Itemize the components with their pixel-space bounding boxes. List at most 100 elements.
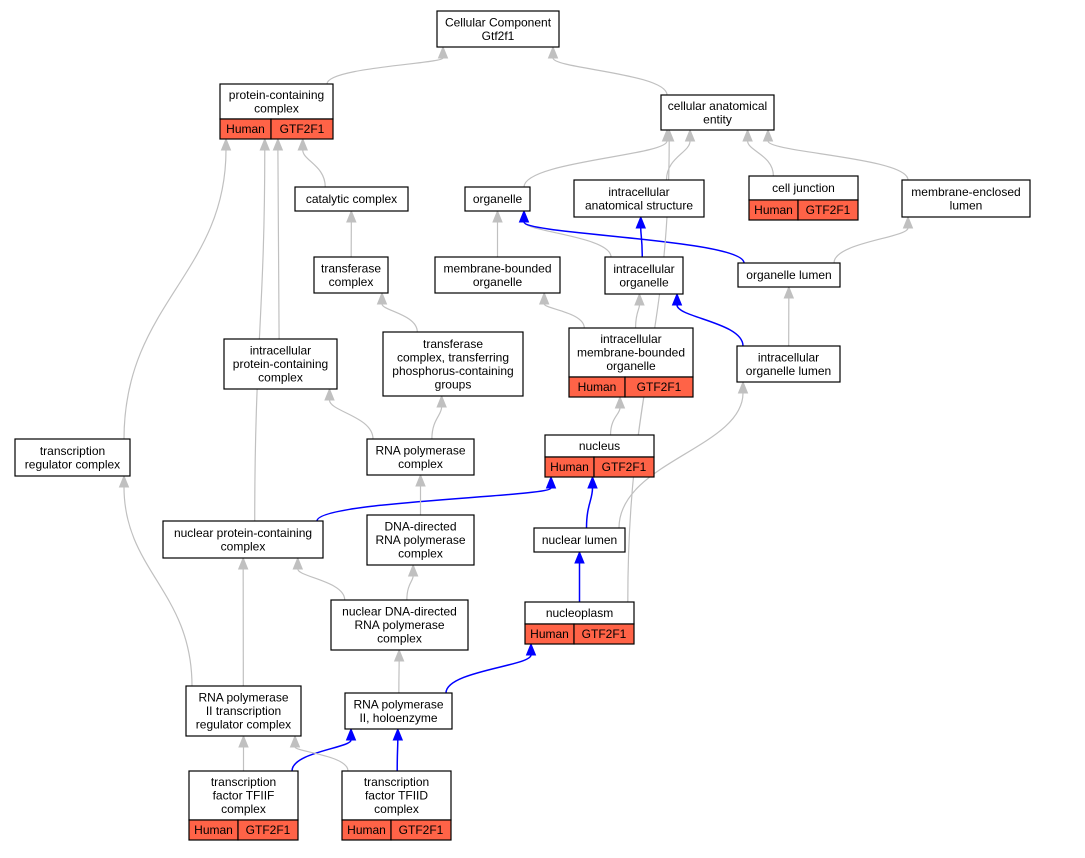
node-label-line: protein-containing — [233, 357, 328, 371]
node-label-line: transcription — [364, 775, 429, 789]
edge-arrowhead — [764, 130, 773, 141]
node-label-line: factor TFIID — [365, 789, 428, 803]
annotation-species: Human — [194, 823, 233, 837]
edge-arrowhead — [547, 477, 556, 488]
edge-arrowhead — [298, 139, 307, 150]
edge-arrowhead — [347, 729, 356, 740]
edges-layer — [120, 47, 913, 771]
node-label-line: transferase — [321, 261, 381, 275]
edge-tfiid-to-holo — [397, 740, 398, 771]
node-label-line: intracellular — [758, 350, 819, 364]
edge-arrowhead — [549, 47, 558, 58]
node-label-line: groups — [435, 377, 472, 391]
node-ol[interactable]: organelle lumen — [738, 263, 840, 287]
annotation-species: Human — [578, 380, 617, 394]
edge-arrowhead — [239, 736, 248, 747]
node-label-line: membrane-bounded — [577, 346, 685, 360]
edge-arrowhead — [615, 397, 624, 408]
node-imbo[interactable]: intracellularmembrane-boundedorganelleHu… — [569, 328, 693, 397]
edge-arrowhead — [239, 558, 248, 569]
node-label-line: lumen — [950, 198, 983, 212]
node-label-line: nucleoplasm — [546, 606, 613, 620]
node-label-line: phosphorus-containing — [392, 364, 513, 378]
node-label-line: nuclear lumen — [542, 533, 617, 547]
node-label-line: intracellular — [608, 185, 669, 199]
node-label-line: complex — [254, 101, 299, 115]
node-label-line: organelle lumen — [746, 364, 831, 378]
annotation-gene: GTF2F1 — [582, 627, 627, 641]
edge-arrowhead — [416, 475, 425, 486]
node-label-line: organelle — [606, 359, 656, 373]
node-label-line: intracellular — [600, 332, 661, 346]
node-label-line: RNA polymerase — [353, 697, 443, 711]
node-label-line: complex — [329, 275, 374, 289]
node-label-line: nuclear protein-containing — [174, 526, 312, 540]
edge-trc-to-pcc — [124, 150, 226, 439]
edge-npcc-to-pcc — [255, 150, 265, 521]
node-label-line: complex — [398, 457, 443, 471]
node-label-line: organelle — [473, 275, 523, 289]
node-label-line: complex — [398, 547, 443, 561]
annotation-gene: GTF2F1 — [806, 203, 851, 217]
annotation-species: Human — [550, 460, 589, 474]
node-label-line: DNA-directed — [384, 520, 456, 534]
edge-arrowhead — [588, 477, 597, 488]
node-label-line: regulator complex — [25, 457, 120, 471]
node-label-line: protein-containing — [229, 88, 324, 102]
node-label-line: regulator complex — [196, 718, 291, 732]
annotation-species: Human — [530, 627, 569, 641]
edge-rnap-to-tcp — [432, 407, 442, 439]
edge-arrowhead — [273, 139, 282, 150]
node-label-line: nuclear DNA-directed — [342, 605, 457, 619]
edge-arrowhead — [673, 294, 682, 305]
edge-arrowhead — [743, 130, 752, 141]
node-label-line: complex — [258, 371, 303, 385]
edge-arrowhead — [325, 389, 334, 400]
node-organelle[interactable]: organelle — [465, 187, 530, 211]
annotation-gene: GTF2F1 — [280, 122, 325, 136]
node-label-line: intracellular — [613, 262, 674, 276]
edge-arrowhead — [575, 552, 584, 563]
edge-arrowhead — [409, 565, 418, 576]
node-nl[interactable]: nuclear lumen — [534, 528, 625, 552]
node-label-line: RNA polymerase — [375, 443, 465, 457]
edge-holo-to-nucleoplasm — [446, 655, 531, 693]
edge-arrowhead — [635, 294, 644, 305]
edge-mel-to-cae — [768, 141, 908, 180]
node-catalytic[interactable]: catalytic complex — [295, 187, 408, 211]
edge-arrowhead — [293, 558, 302, 569]
node-label-line: organelle — [473, 192, 523, 206]
node-label-line: cell junction — [772, 181, 835, 195]
annotation-species: Human — [754, 203, 793, 217]
edge-pcc-to-root — [327, 58, 443, 84]
edge-rnap2trc-to-trc — [124, 487, 192, 686]
node-label-line: factor TFIIF — [213, 789, 275, 803]
edge-arrowhead — [540, 293, 549, 304]
annotation-species: Human — [347, 823, 386, 837]
